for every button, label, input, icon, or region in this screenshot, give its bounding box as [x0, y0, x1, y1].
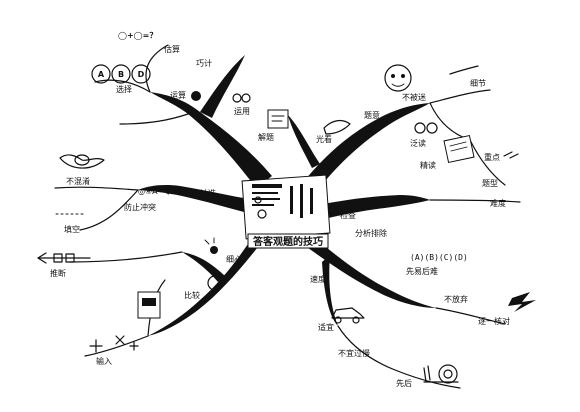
cluster-right-middle: 检查 分析排除 (A)(B)(C)(D) 先易后难 不放弃 逐一核对 — [340, 210, 536, 326]
mark-icon — [503, 151, 519, 159]
label-type: 题型 — [482, 179, 498, 188]
label-estimate: 估算 — [164, 44, 180, 54]
cluster-upper-left: ◯+◯=？ A B D 估算 巧计 选择 运算 运用 解题 — [91, 31, 289, 142]
label-intensive: 精读 — [420, 160, 436, 170]
note-symbols: ◎④A～$ — [138, 187, 171, 196]
arrow-icon — [37, 252, 91, 264]
label-not-too-slow: 不宜过慢 — [338, 348, 370, 358]
cluster-upper-right: 光看 题意 不被迷 细节 泛读 精读 重点 题型 难度 — [316, 64, 519, 208]
label-no-confuse: 不混淆 — [66, 176, 90, 186]
label-main-left-middle: 认准 — [200, 188, 216, 198]
label-apply: 运用 — [234, 107, 250, 116]
label-order: 先后 — [396, 378, 412, 388]
label-input: 输入 — [96, 356, 112, 366]
option-a: A — [98, 70, 105, 79]
lightning-icon — [508, 292, 536, 312]
label-main-left-bottom: 细心 — [226, 254, 242, 264]
hand-icon — [323, 119, 351, 135]
label-not-fooled: 不被迷 — [402, 92, 426, 102]
label-suitable: 适宜 — [318, 322, 334, 332]
paper-icon-2 — [443, 134, 475, 164]
face-icon — [59, 154, 105, 169]
label-main-right-top: 光看 — [316, 134, 332, 144]
option-codes: (A)(B)(C)(D) — [410, 253, 468, 262]
label-analyze: 分析排除 — [355, 228, 387, 238]
branch-upper-left — [150, 92, 272, 188]
formula-label: ◯+◯=？ — [118, 31, 157, 40]
option-d: D — [138, 70, 145, 79]
label-difficulty: 难度 — [490, 198, 506, 208]
label-skim: 泛读 — [410, 138, 426, 148]
label-main-right-bottom: 速度 — [310, 274, 326, 284]
ball-icon — [191, 91, 201, 101]
branch-middle-right — [318, 195, 430, 220]
cluster-middle-left: 不混淆 ◎④A～$ 防止冲突 认准 填空 推断 — [37, 154, 216, 278]
jar-icon — [137, 291, 161, 319]
option-circles: A B D — [91, 64, 151, 84]
center-title: 答客观题的技巧 — [252, 235, 323, 248]
bulb-icon — [204, 237, 218, 254]
label-dont-give-up: 不放弃 — [444, 294, 468, 304]
label-main-right-middle: 检查 — [340, 210, 356, 220]
label-check-each: 逐一核对 — [478, 316, 510, 326]
cross-icon — [89, 335, 139, 353]
label-trick: 巧计 — [196, 58, 212, 68]
cluster-lower-right: 速度 适宜 不宜过慢 先后 — [310, 274, 459, 388]
label-compare: 比较 — [184, 290, 200, 300]
label-key-point: 重点 — [484, 152, 500, 162]
paper-icon — [267, 109, 289, 129]
center-card: 答客观题的技巧 — [241, 174, 331, 249]
label-infer: 推断 — [50, 268, 66, 278]
label-choose: 选择 — [116, 84, 132, 94]
label-easy-first: 先易后难 — [406, 266, 438, 276]
label-prevent-conflict: 防止冲突 — [124, 202, 156, 212]
label-fill: 填空 — [64, 224, 80, 234]
glasses-icon-2 — [414, 122, 438, 134]
face-icon-2 — [384, 64, 412, 92]
label-detail: 细节 — [470, 78, 486, 88]
branch-middle-left — [138, 185, 255, 214]
label-main-left-top: 解题 — [258, 132, 274, 142]
snail-icon — [423, 364, 459, 384]
cluster-lower-left: 细心 比较 输入 — [89, 237, 242, 366]
label-compute: 运算 — [170, 90, 186, 100]
label-read-intent: 题意 — [364, 110, 380, 120]
option-b: B — [118, 70, 124, 79]
pen-icon — [449, 65, 479, 75]
ball-icon-2 — [207, 275, 223, 291]
glasses-icon — [232, 93, 251, 103]
car-icon — [331, 307, 365, 324]
